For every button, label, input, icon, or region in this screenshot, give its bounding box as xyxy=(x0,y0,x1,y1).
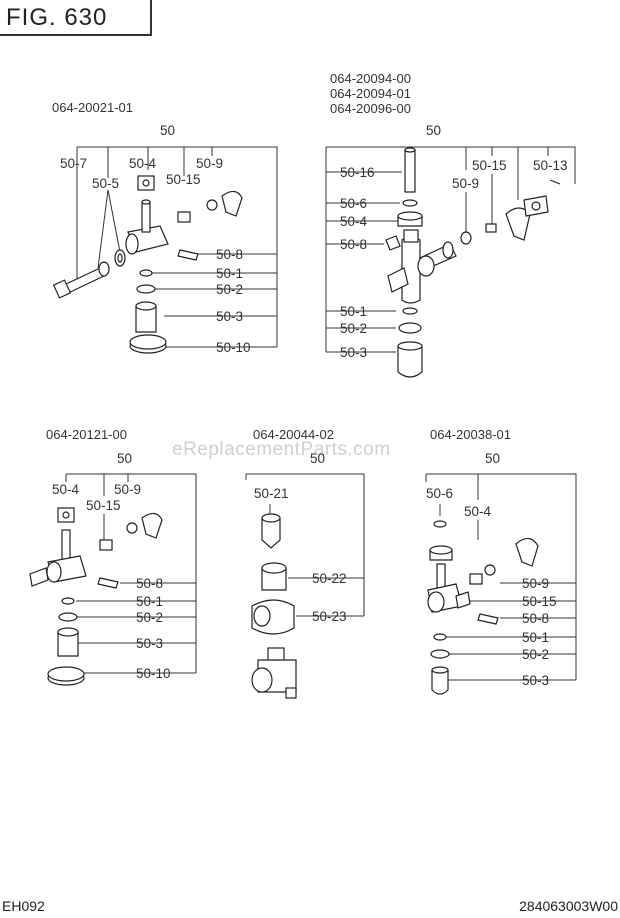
group-1-bracket xyxy=(77,146,278,347)
group-2-part-number-2: 064-20094-01 xyxy=(330,86,411,101)
group-3: 064-20121-00 50 50-4 50-15 50-9 50-8 50-… xyxy=(29,427,197,686)
g5-callout-50-1: 50-1 xyxy=(522,630,549,645)
group-1-part-number: 064-20021-01 xyxy=(52,100,133,115)
g5-callout-50-15: 50-15 xyxy=(522,594,557,609)
g3-callout-50-15: 50-15 xyxy=(86,498,121,513)
group-1-parts xyxy=(52,175,243,354)
callout-50-4: 50-4 xyxy=(340,214,368,229)
g3-callout-50-1: 50-1 xyxy=(136,594,163,609)
group-5: 064-20038-01 50 50-6 50-4 50-9 50-15 50-… xyxy=(425,427,577,695)
callout-50-3: 50-3 xyxy=(216,309,243,324)
callout-50-2: 50-2 xyxy=(340,321,367,336)
g3-callout-50-9: 50-9 xyxy=(114,482,141,497)
callout-50-1: 50-1 xyxy=(216,266,243,281)
g3-callout-50-8: 50-8 xyxy=(136,576,163,591)
g3-callout-50-2: 50-2 xyxy=(136,610,163,625)
g5-callout-50-6: 50-6 xyxy=(426,486,453,501)
group-4: 064-20044-02 50 50-21 50-22 50-23 xyxy=(245,427,365,699)
group-4-assembly-label: 50 xyxy=(310,451,325,466)
group-4-part-number: 064-20044-02 xyxy=(253,427,334,442)
g3-callout-50-4: 50-4 xyxy=(52,482,80,497)
callout-50-3: 50-3 xyxy=(340,345,367,360)
footer-document-code: 284063003W00 xyxy=(519,898,618,914)
group-2-parts xyxy=(385,147,561,378)
group-5-assembly-label: 50 xyxy=(485,451,500,466)
figure-title: FIG. 630 xyxy=(6,4,108,31)
callout-50-7: 50-7 xyxy=(60,156,87,171)
callout-50-8: 50-8 xyxy=(216,247,243,262)
callout-50-6: 50-6 xyxy=(340,196,367,211)
g5-callout-50-3: 50-3 xyxy=(522,673,549,688)
g5-callout-50-4: 50-4 xyxy=(464,504,492,519)
callout-50-15: 50-15 xyxy=(472,158,507,173)
group-5-parts xyxy=(427,520,539,695)
group-3-parts xyxy=(29,507,163,686)
group-2-assembly-label: 50 xyxy=(426,123,441,138)
group-3-assembly-label: 50 xyxy=(117,451,132,466)
callout-50-13: 50-13 xyxy=(533,158,568,173)
callout-50-9: 50-9 xyxy=(196,156,223,171)
callout-50-2: 50-2 xyxy=(216,282,243,297)
figure-title-box xyxy=(0,0,152,36)
group-2-part-number-3: 064-20096-00 xyxy=(330,101,411,116)
callout-50-16: 50-16 xyxy=(340,165,375,180)
callout-50-8: 50-8 xyxy=(340,237,367,252)
callout-50-1: 50-1 xyxy=(340,304,367,319)
footer-model-code: EH092 xyxy=(2,898,45,914)
callout-50-22: 50-22 xyxy=(312,571,347,586)
group-4-parts xyxy=(251,513,297,699)
group-2: 064-20094-00 064-20094-01 064-20096-00 5… xyxy=(325,71,576,378)
group-2-part-number-1: 064-20094-00 xyxy=(330,71,411,86)
g5-callout-50-8: 50-8 xyxy=(522,611,549,626)
watermark: eReplacementParts.com xyxy=(172,439,391,460)
group-1: 064-20021-01 50 50-7 50-5 50-4 50-15 50-… xyxy=(52,100,278,355)
callout-50-5: 50-5 xyxy=(92,176,119,191)
callout-50-23: 50-23 xyxy=(312,609,347,624)
group-3-part-number: 064-20121-00 xyxy=(46,427,127,442)
callout-50-15: 50-15 xyxy=(166,172,201,187)
callout-50-10: 50-10 xyxy=(216,340,251,355)
g5-callout-50-9: 50-9 xyxy=(522,576,549,591)
g3-callout-50-10: 50-10 xyxy=(136,666,171,681)
group-5-part-number: 064-20038-01 xyxy=(430,427,511,442)
g5-callout-50-2: 50-2 xyxy=(522,647,549,662)
g3-callout-50-3: 50-3 xyxy=(136,636,163,651)
callout-50-21: 50-21 xyxy=(254,486,289,501)
callout-50-4: 50-4 xyxy=(129,156,157,171)
group-1-assembly-label: 50 xyxy=(160,123,175,138)
callout-50-9: 50-9 xyxy=(452,176,479,191)
